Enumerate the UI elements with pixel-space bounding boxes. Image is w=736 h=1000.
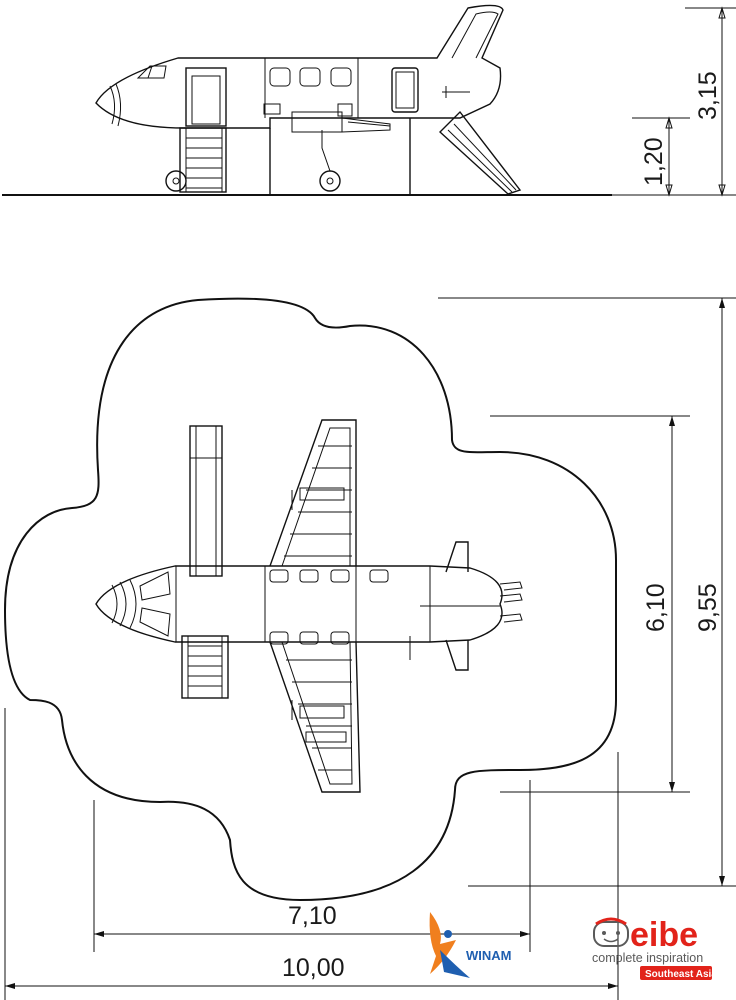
plan-dimensions: 9,55 6,10 7,10 10,00 [4,297,736,1000]
dim-depth-outer: 9,55 [694,583,722,632]
dim-total-height: 3,15 [694,71,722,120]
dim-width-inner: 7,10 [288,902,337,930]
slide-side [438,110,522,195]
side-dimensions: 3,15 1,20 [612,6,736,197]
eibe-region-badge [640,966,712,980]
side-view: 3,15 1,20 [2,4,736,197]
winam-logo: WINAM [429,912,512,978]
eibe-tagline: complete inspiration [592,951,703,965]
safety-zone-outline [3,297,617,902]
eibe-logo: eibe complete inspiration Southeast Asia [592,916,717,980]
front-wheel [165,170,187,192]
wing-upper [269,419,357,567]
stairs-plan [181,635,229,699]
stairs-side [179,127,227,193]
winam-text: WINAM [466,948,512,963]
fuselage-plan [95,565,503,643]
dim-width-outer: 10,00 [282,954,345,982]
winam-figure [429,912,456,974]
dim-platform-height: 1,20 [640,137,668,186]
slide-plan [189,425,223,577]
eibe-wordmark: eibe [630,916,698,954]
wing-lower [269,641,361,793]
dim-depth-inner: 6,10 [642,583,670,632]
fuselage-side [95,4,504,129]
plan-view: 9,55 6,10 7,10 10,00 [3,297,736,1000]
eibe-face-icon [593,917,629,947]
eibe-region-text: Southeast Asia [645,969,717,980]
main-wheel [319,170,341,192]
